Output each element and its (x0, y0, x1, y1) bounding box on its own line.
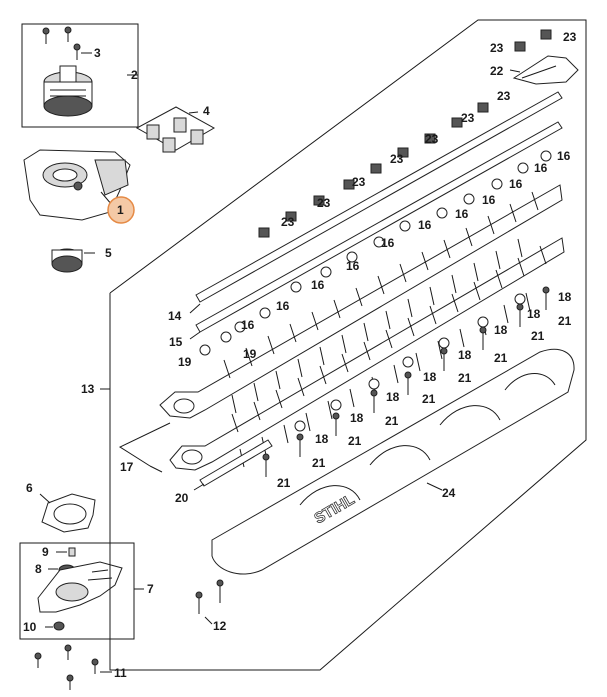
motor-part (43, 65, 93, 117)
label-23: 23 (281, 215, 295, 229)
label-15: 15 (169, 335, 183, 349)
label-14: 14 (168, 309, 182, 323)
label-21: 21 (385, 414, 399, 428)
label-16: 16 (241, 318, 255, 332)
bolts-part-21 (262, 286, 550, 477)
label-19: 19 (178, 355, 192, 369)
label-21: 21 (531, 329, 545, 343)
label-18: 18 (350, 411, 364, 425)
rail-part-15 (189, 121, 563, 340)
label-16: 16 (418, 218, 432, 232)
label-12: 12 (213, 619, 227, 633)
washers-part-16 (199, 150, 552, 356)
nuts-part-23 (258, 29, 552, 238)
label-4: 4 (203, 104, 210, 118)
label-8: 8 (35, 562, 42, 576)
highlight-circle-part-1[interactable] (107, 196, 135, 224)
label-13: 13 (81, 382, 95, 396)
label-18: 18 (386, 390, 400, 404)
label-18: 18 (458, 348, 472, 362)
label-23: 23 (317, 196, 331, 210)
label-17: 17 (120, 460, 134, 474)
label-18: 18 (423, 370, 437, 384)
label-18: 18 (494, 323, 508, 337)
label-21: 21 (558, 314, 572, 328)
label-11: 11 (114, 666, 127, 680)
plate-part-20 (193, 439, 273, 491)
label-23: 23 (563, 30, 577, 44)
label-5: 5 (105, 246, 112, 260)
label-21: 21 (422, 392, 436, 406)
blade-tip-part-22 (509, 55, 579, 85)
motor-assembly-box (21, 23, 139, 128)
label-22: 22 (490, 64, 504, 78)
label-19: 19 (243, 347, 257, 361)
screws-part-12 (195, 579, 224, 625)
gear-housing-part-1 (23, 149, 131, 221)
label-23: 23 (461, 111, 475, 125)
label-20: 20 (175, 491, 189, 505)
label-23: 23 (497, 89, 511, 103)
label-23: 23 (390, 152, 404, 166)
label-1: 1 (117, 203, 124, 217)
label-16: 16 (381, 236, 395, 250)
gasket-part-6 (39, 493, 96, 533)
label-7: 7 (147, 582, 154, 596)
label-23: 23 (490, 41, 504, 55)
label-6: 6 (26, 481, 33, 495)
label-9: 9 (42, 545, 49, 559)
label-3: 3 (94, 46, 101, 60)
label-21: 21 (312, 456, 326, 470)
label-16: 16 (534, 161, 548, 175)
rail-part-14 (189, 91, 563, 314)
label-18: 18 (558, 290, 572, 304)
label-16: 16 (346, 259, 360, 273)
label-16: 16 (276, 299, 290, 313)
label-21: 21 (458, 371, 472, 385)
label-23: 23 (352, 175, 366, 189)
label-2: 2 (131, 68, 138, 82)
blade-guard-part-24: STIHL (211, 348, 575, 575)
callout-labels: 1 2 3 4 5 6 7 8 9 10 11 12 13 14 15 17 2… (23, 30, 577, 680)
label-18: 18 (315, 432, 329, 446)
label-23: 23 (425, 132, 439, 146)
label-10: 10 (23, 620, 37, 634)
label-16: 16 (509, 177, 523, 191)
blade-set-frame (100, 19, 587, 671)
label-16: 16 (455, 207, 469, 221)
label-21: 21 (277, 476, 291, 490)
label-24: 24 (442, 486, 456, 500)
label-16: 16 (311, 278, 325, 292)
screws-part-11 (34, 644, 112, 690)
label-21: 21 (348, 434, 362, 448)
label-16: 16 (482, 193, 496, 207)
screw-part-3 (42, 26, 81, 60)
bushings-part-4 (135, 106, 216, 153)
gear-cover-box (19, 542, 144, 640)
nut-part-5 (51, 248, 95, 273)
label-16: 16 (557, 149, 571, 163)
label-21: 21 (494, 351, 508, 365)
label-18: 18 (527, 307, 541, 321)
